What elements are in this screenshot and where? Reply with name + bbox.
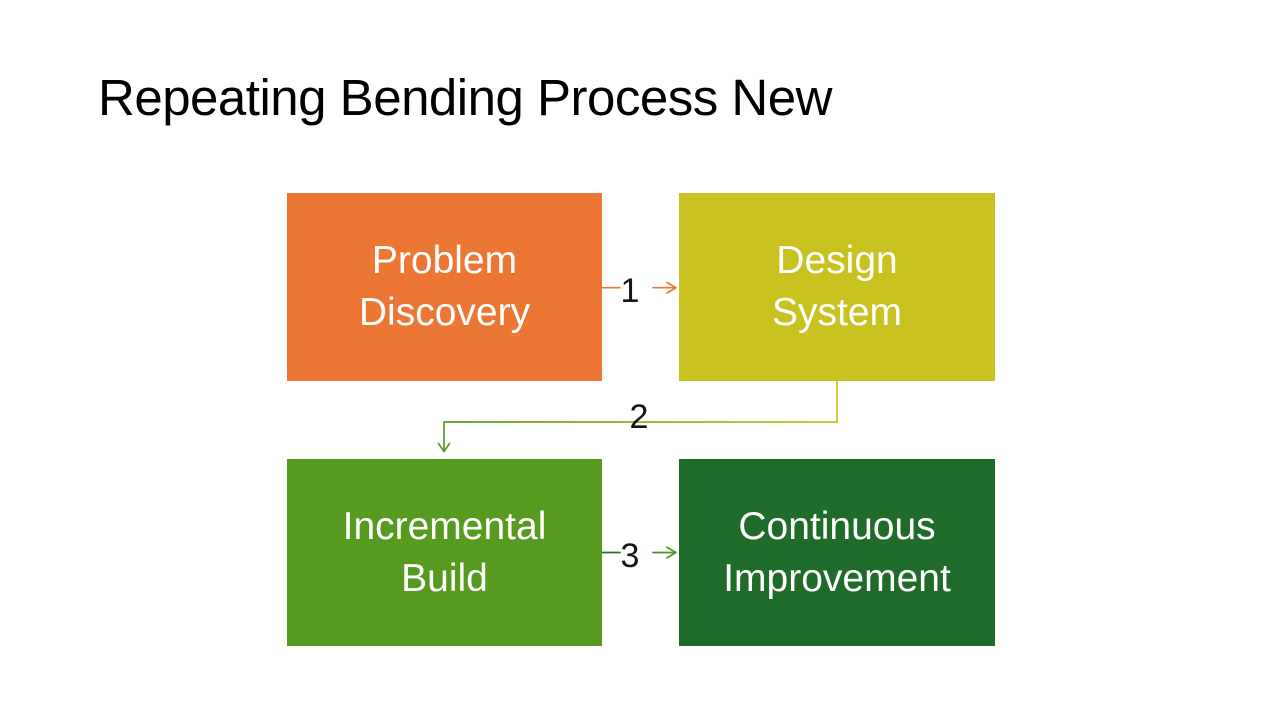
connector-label-1: 1	[620, 272, 640, 310]
node-label: Incremental Build	[343, 501, 547, 605]
node-incremental-build: Incremental Build	[287, 459, 602, 646]
node-design-system: Design System	[679, 193, 995, 381]
node-label-line2: System	[771, 291, 903, 334]
node-label-line2: Improvement	[723, 556, 951, 600]
arrowhead-right-icon	[666, 546, 677, 559]
arrowhead-right-icon	[666, 281, 677, 294]
node-label-line1: Design	[776, 239, 898, 282]
connector-label-3: 3	[620, 537, 640, 575]
node-label-line1: Problem	[371, 239, 518, 282]
node-label: Problem Discovery	[359, 235, 530, 339]
node-label: Continuous Improvement	[723, 501, 951, 605]
node-label-line2: Build	[401, 556, 488, 600]
node-problem-discovery: Problem Discovery	[287, 193, 602, 381]
arrowhead-down-icon	[437, 442, 451, 453]
connector-label-2: 2	[629, 398, 649, 436]
node-label-line1: Incremental	[342, 504, 547, 548]
node-continuous-improvement: Continuous Improvement	[679, 459, 995, 646]
node-label-line1: Continuous	[738, 504, 936, 548]
slide-title: Repeating Bending Process New	[98, 69, 832, 126]
node-label-line2: Discovery	[358, 291, 531, 334]
node-label: Design System	[772, 235, 902, 339]
